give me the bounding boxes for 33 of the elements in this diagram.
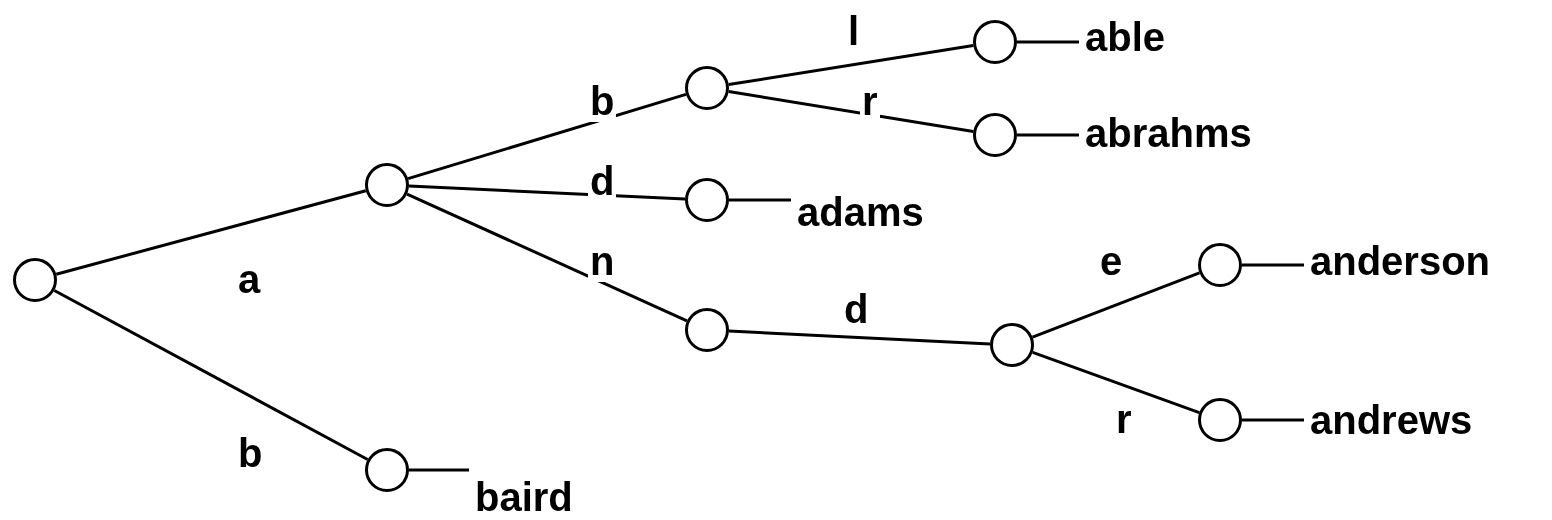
- word-label: baird: [475, 474, 573, 520]
- trie-edge: [406, 192, 688, 323]
- trie-node-circle: [1198, 398, 1242, 442]
- trie-node-circle: [973, 20, 1017, 64]
- word-label: adams: [797, 189, 924, 235]
- trie-node-circle: [990, 323, 1034, 367]
- trie-node-circle: [365, 163, 409, 207]
- trie-edge: [55, 189, 367, 276]
- trie-edge: [1017, 133, 1079, 137]
- trie-node-circle: [13, 258, 57, 302]
- word-label: able: [1085, 14, 1166, 60]
- trie-node-circle: [973, 113, 1017, 157]
- trie-node-circle: [365, 448, 409, 492]
- trie-edge: [1242, 418, 1304, 422]
- trie-edge: [1032, 351, 1200, 414]
- word-label: andrews: [1310, 397, 1473, 443]
- trie-edge: [728, 90, 974, 133]
- word-label: abrahms: [1085, 110, 1252, 156]
- trie-node-circle: [1198, 243, 1242, 287]
- trie-node-circle: [685, 66, 729, 110]
- trie-edge: [408, 184, 686, 201]
- trie-edge: [407, 92, 687, 181]
- trie-edge: [1242, 263, 1304, 267]
- trie-edge: [409, 468, 469, 472]
- word-label: anderson: [1310, 238, 1491, 284]
- trie-edge: [729, 198, 791, 202]
- trie-node-circle: [685, 178, 729, 222]
- trie-edge: [53, 289, 369, 461]
- trie-edge: [728, 329, 991, 346]
- trie-node-circle: [685, 308, 729, 352]
- trie-edge: [728, 44, 974, 86]
- trie-edge: [1017, 40, 1079, 44]
- trie-edge: [1032, 271, 1200, 339]
